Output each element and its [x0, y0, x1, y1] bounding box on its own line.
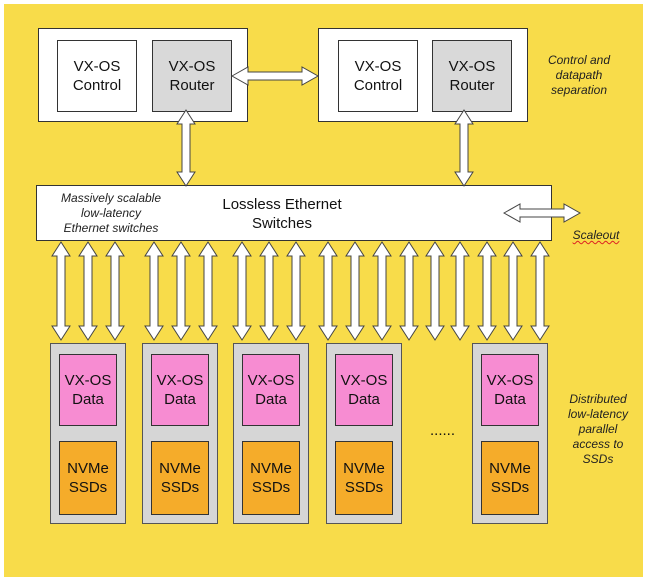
control-separation-note: Control and datapath separation — [547, 53, 611, 97]
vxos-data-label-4: VX-OS Data — [340, 372, 388, 408]
vxos-data-label-5: VX-OS Data — [486, 372, 534, 408]
switch-node-arrow-18 — [530, 241, 550, 341]
switch-node-arrow-6 — [198, 241, 218, 341]
switch-node-arrow-10 — [318, 241, 338, 341]
vxos-router-label-2: VX-OS Router — [448, 58, 496, 94]
scaleout-note: Scaleout — [566, 228, 626, 243]
vxos-router-box-2 — [432, 40, 512, 112]
scaleout-arrow — [502, 203, 582, 223]
controller-link-arrow — [230, 66, 320, 86]
vxos-router-box-1 — [152, 40, 232, 112]
vxos-router-label-1: VX-OS Router — [168, 58, 216, 94]
vxos-data-label-2: VX-OS Data — [156, 372, 204, 408]
nvme-ssd-box-4 — [335, 441, 393, 515]
lossless-ethernet-switch-bar — [36, 185, 552, 241]
switch-node-arrow-5 — [171, 241, 191, 341]
vxos-data-label-1: VX-OS Data — [64, 372, 112, 408]
switch-node-arrow-12 — [372, 241, 392, 341]
switch-node-arrow-1 — [51, 241, 71, 341]
vxos-data-box-4 — [335, 354, 393, 426]
switch-node-arrow-16 — [477, 241, 497, 341]
nvme-ssd-label-5: NVMe SSDs — [489, 460, 531, 496]
switch-node-arrow-9 — [286, 241, 306, 341]
nvme-ssd-label-1: NVMe SSDs — [67, 460, 109, 496]
nvme-ssd-box-2 — [151, 441, 209, 515]
nvme-ssd-box-1 — [59, 441, 117, 515]
switch-title: Lossless Ethernet Switches — [222, 196, 342, 232]
switch-node-arrow-11 — [345, 241, 365, 341]
vxos-control-label-1: VX-OS Control — [72, 58, 122, 94]
router-2-switch-arrow — [454, 109, 474, 187]
switch-node-arrow-13 — [399, 241, 419, 341]
switch-node-arrow-7 — [232, 241, 252, 341]
scaleout-text: Scaleout — [572, 228, 620, 242]
switch-node-arrow-15 — [450, 241, 470, 341]
switch-node-arrow-8 — [259, 241, 279, 341]
switch-side-note: Massively scalable low-latency Ethernet … — [60, 191, 162, 235]
switch-node-arrow-17 — [503, 241, 523, 341]
router-1-switch-arrow — [176, 109, 196, 187]
vxos-data-label-3: VX-OS Data — [247, 372, 295, 408]
vxos-data-box-1 — [59, 354, 117, 426]
vxos-control-box-2 — [338, 40, 418, 112]
vxos-control-box-1 — [57, 40, 137, 112]
ellipsis-more-nodes: ...... — [429, 421, 455, 439]
switch-node-arrow-3 — [105, 241, 125, 341]
switch-node-arrow-4 — [144, 241, 164, 341]
switch-node-arrow-14 — [425, 241, 445, 341]
vxos-data-box-5 — [481, 354, 539, 426]
switch-node-arrow-2 — [78, 241, 98, 341]
vxos-control-label-2: VX-OS Control — [353, 58, 403, 94]
nvme-ssd-label-2: NVMe SSDs — [159, 460, 201, 496]
nvme-ssd-label-4: NVMe SSDs — [343, 460, 385, 496]
nvme-ssd-label-3: NVMe SSDs — [250, 460, 292, 496]
vxos-data-box-3 — [242, 354, 300, 426]
vxos-data-box-2 — [151, 354, 209, 426]
nvme-ssd-box-3 — [242, 441, 300, 515]
nvme-ssd-box-5 — [481, 441, 539, 515]
distributed-access-note: Distributed low-latency parallel access … — [567, 392, 629, 466]
